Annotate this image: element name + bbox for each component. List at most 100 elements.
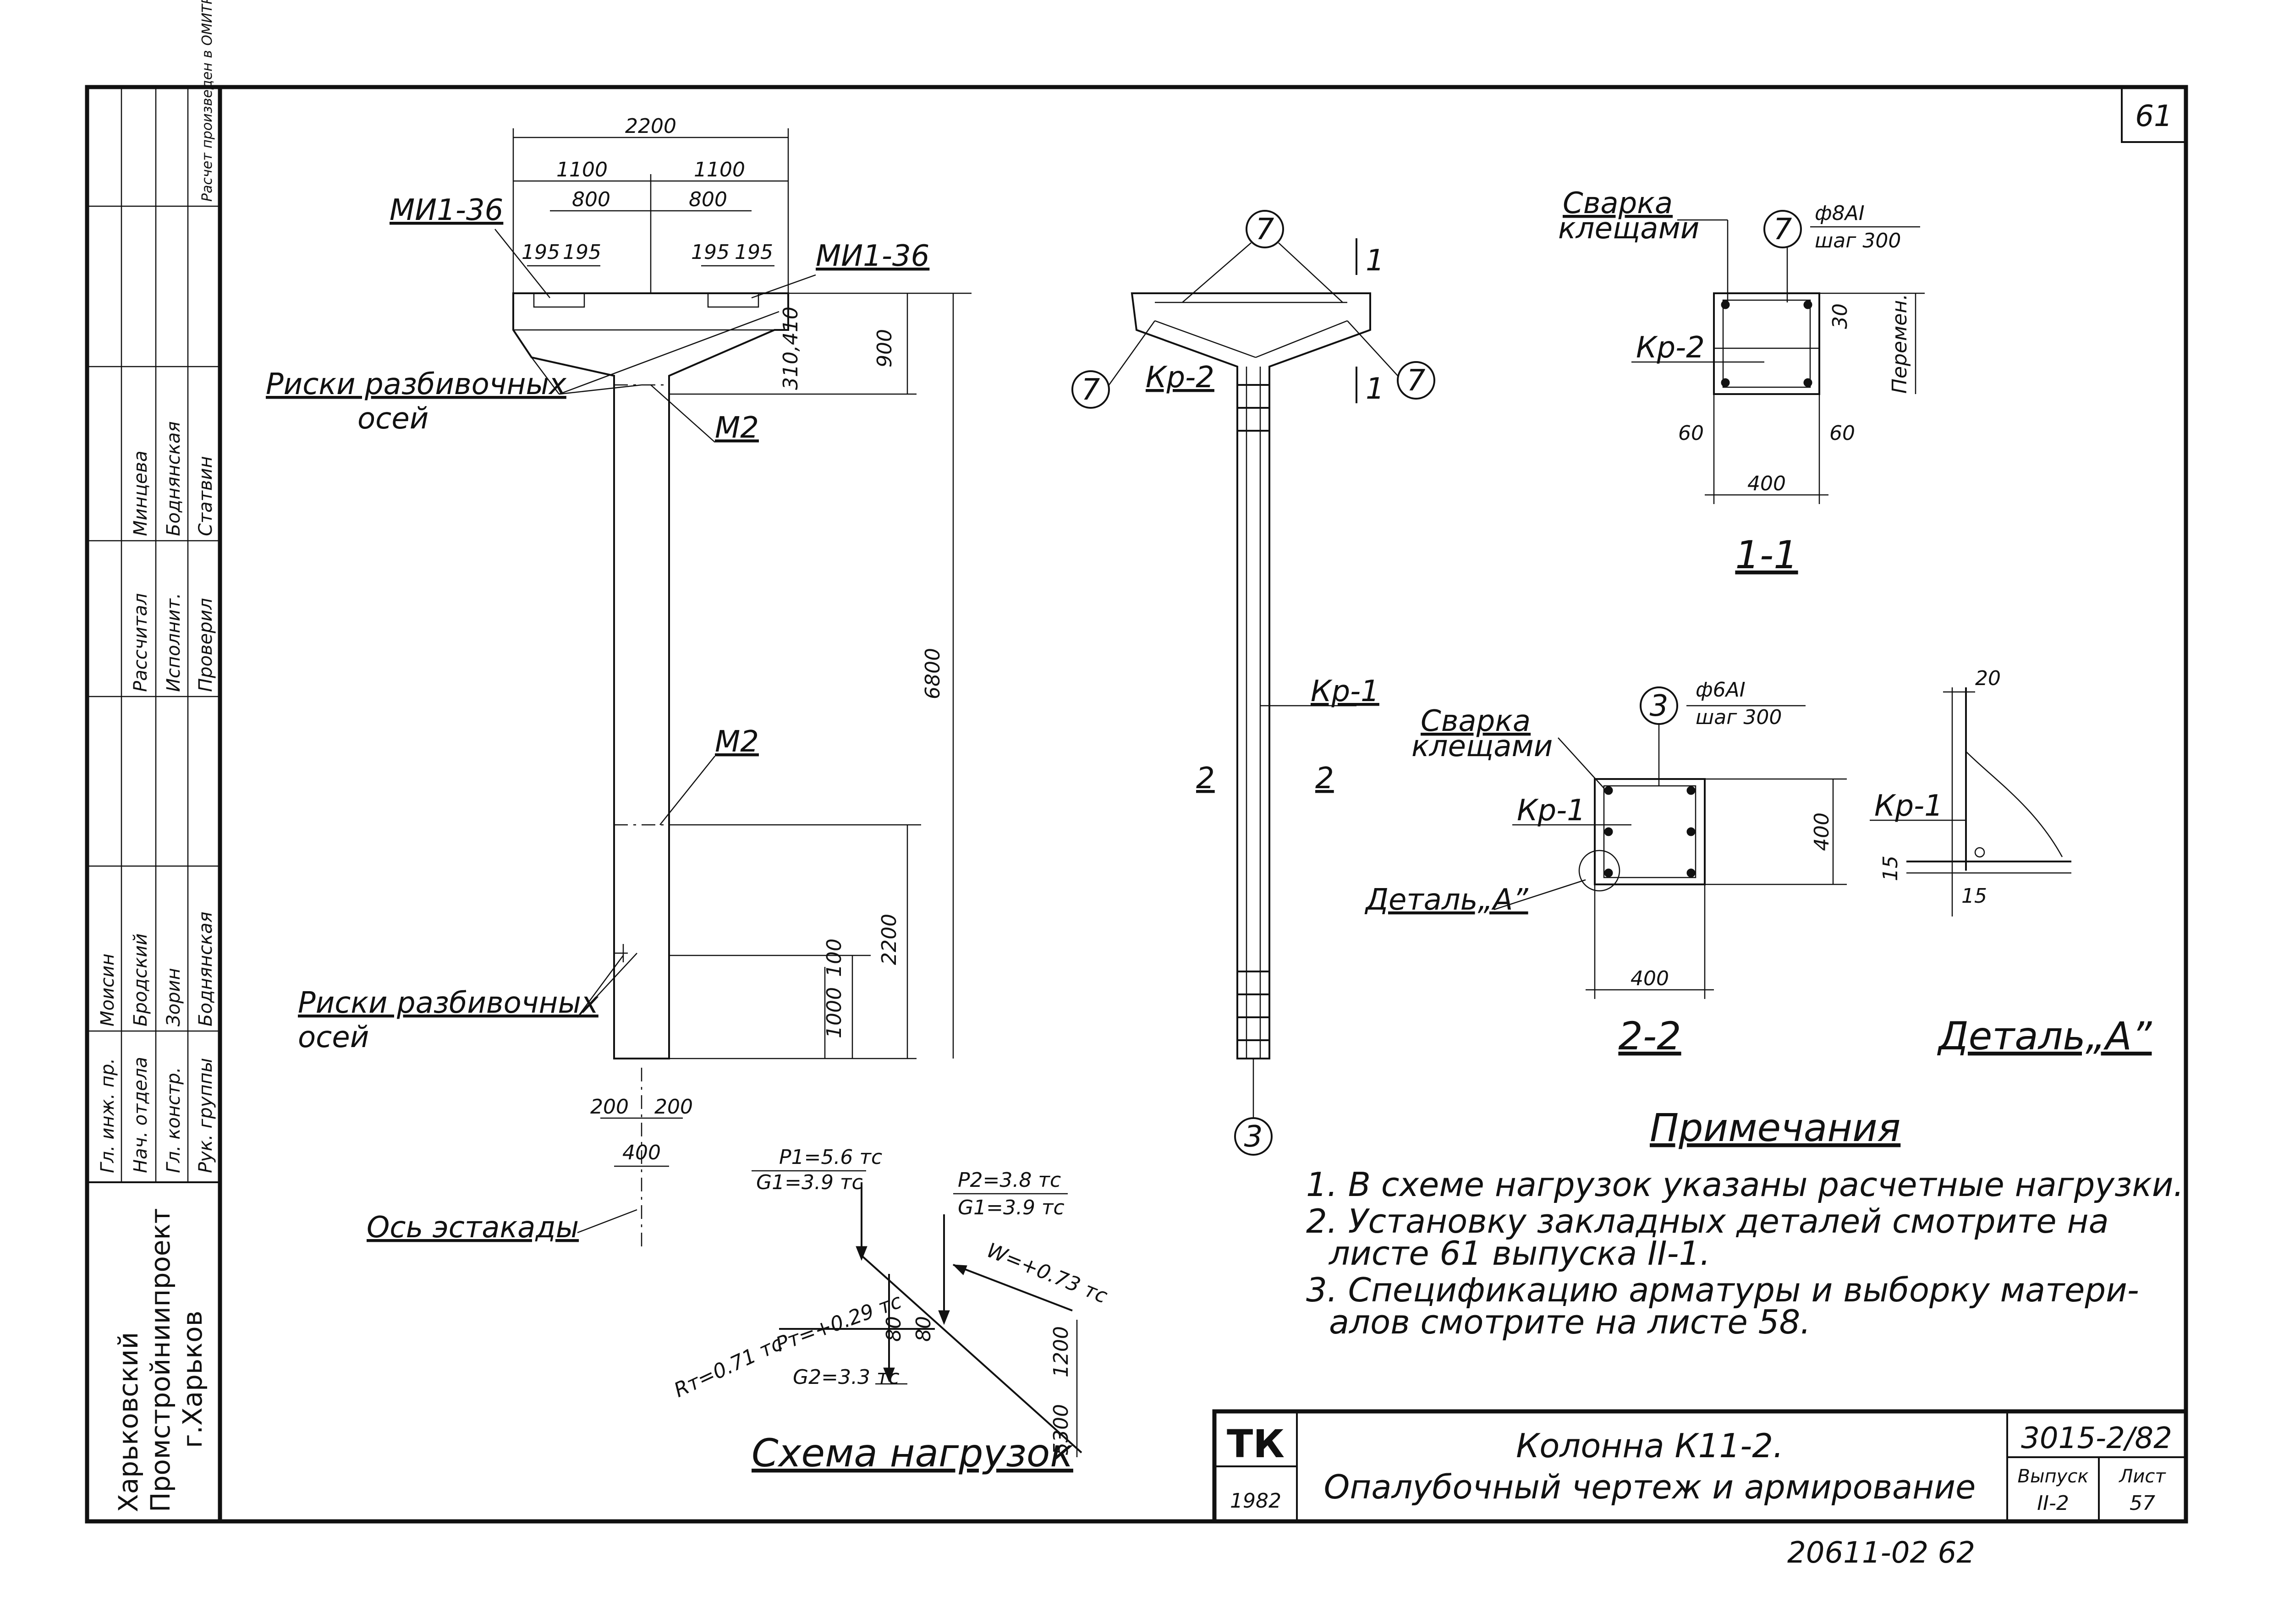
s11-bar-spec-top: ф8АI [1815,202,1865,225]
issue-value: II-2 [2037,1492,2069,1515]
note-line-1: 1. В схеме нагрузок указаны расчетные на… [1306,1165,2184,1204]
dim-1100-right: 1100 [694,158,745,181]
s11-title: 1-1 [1735,532,1798,577]
title-line-2: Опалубочный чертеж и армирование [1324,1468,1976,1506]
s22-callout-3: 3 [1650,689,1669,723]
stamp-role-1: Гл. инж. пр. [97,1058,118,1173]
load-g1-left: G1=3.9 тс [756,1171,863,1194]
title-line-1: Колонна К11-2. [1516,1426,1784,1465]
stamp-name2-1: Минцева [130,450,151,536]
load-g2: G2=3.3 тс [793,1366,900,1389]
load-dim-80-b: 80 [912,1316,935,1342]
stamp-name-4: Боднянская [195,911,216,1026]
dim-400-bottom: 400 [622,1141,661,1164]
callout-7-right: 7 [1407,364,1426,398]
s11-weld-2: клещами [1558,212,1699,246]
s22-weld-2: клещами [1411,730,1553,763]
stamp-role-3: Гл. констр. [163,1067,184,1173]
dim-310-410: 310,410 [779,307,802,390]
load-g1-right: G1=3.9 тс [958,1196,1065,1219]
load-w: W=+0.73 тс [983,1239,1111,1308]
s11-weld-1: Сварка [1563,187,1673,220]
dim-100: 100 [823,938,846,977]
dim-800-left: 800 [572,188,610,211]
axis-marks-label-bot-1: Риски разбивочных [298,986,599,1020]
stamp-role2-2: Исполнит. [163,593,184,692]
load-dim-80-a: 80 [882,1316,906,1342]
callout-7-top: 7 [1256,213,1274,247]
embed-label-right: МИ1-36 [816,239,929,273]
stamp-role-2: Нач. отдела [130,1057,151,1173]
s11-dim-400: 400 [1747,472,1786,495]
kr2-label: Кр-2 [1146,361,1214,395]
stamp-role-4: Рук. группы [195,1058,216,1173]
s22-title: 2-2 [1618,1014,1681,1059]
load-p2: P2=3.8 тс [958,1169,1061,1192]
s11-kr2: Кр-2 [1636,331,1705,365]
s22-weld-1: Сварка [1421,704,1531,738]
m2-label-top: М2 [715,411,759,445]
note-line-3: листе 61 выпуска II-1. [1328,1234,1710,1273]
section-1-1: 400 60 60 30 Перемен. Сварка клещами 7 ф… [1558,187,1925,577]
s22-kr1: Кр-1 [1517,794,1586,828]
dim-195-b: 195 [563,241,601,264]
det-a-title: Деталь„А” [1937,1014,2152,1059]
kr1-label: Кр-1 [1311,675,1379,708]
dim-6800: 6800 [921,648,944,699]
s22-detail-ref: Деталь„А” [1364,883,1528,917]
load-scheme: P1=5.6 тс G1=3.9 тс P2=3.8 тс G1=3.9 тс … [670,1146,1111,1476]
load-scheme-title: Схема нагрузок [752,1431,1073,1476]
doc-code: 3015-2/82 [2021,1421,2172,1455]
load-p1: P1=5.6 тс [779,1146,882,1169]
det-a-dim-15b: 15 [1961,884,1987,908]
dim-2200-top: 2200 [625,115,676,138]
dim-1000: 1000 [823,987,846,1038]
stamp-role2-3: Проверил [195,598,216,692]
note-line-2: 2. Установку закладных деталей смотрите … [1306,1202,2109,1240]
sheet-number-box: 61 [2121,86,2187,143]
dim-195-a: 195 [522,241,560,264]
dim-200-right: 200 [654,1095,693,1119]
section-mark-2-left: 2 [1196,762,1215,796]
dim-195-c: 195 [691,241,730,264]
org-line-1: Харьковский [113,1332,144,1512]
s11-dim-60-right: 60 [1829,422,1855,445]
org-line-2: Промстройниипроект [145,1208,176,1512]
stamp-name2-3: Статвин [195,456,216,536]
notes-heading: Примечания [1650,1105,1900,1150]
sheet-label: Лист [2118,1466,2166,1487]
s22-dim-400-v: 400 [1810,812,1834,851]
org-line-3: г.Харьков [177,1311,208,1448]
stamp-name-1: Моисин [97,954,118,1026]
trestle-axis-label: Ось эстакады [367,1211,579,1245]
stamp-name2-2: Боднянская [163,421,184,536]
s22-bar-spec-bottom: шаг 300 [1696,706,1782,729]
sheet-value: 57 [2130,1492,2155,1515]
det-a-dim-20: 20 [1975,667,2001,690]
stamp-name-3: Зорин [163,968,184,1026]
stamp-calc-note: Расчет произведен в ОМИТРЕ по программе … [199,0,215,202]
sheet-frame [85,85,2188,1524]
s11-dim-variable: Перемен. [1888,294,1911,394]
det-a-kr1: Кр-1 [1874,789,1943,823]
dim-800-right: 800 [689,188,727,211]
dim-200-left: 200 [590,1095,629,1119]
load-dim-1200: 1200 [1049,1326,1073,1377]
dim-900: 900 [873,329,896,368]
sheet-number: 61 [2135,99,2172,133]
stamp-role2-1: Рассчитал [130,593,151,692]
reinforcement-view: 7 7 7 3 1 1 2 2 Кр-2 Кр-1 [1071,210,1435,1156]
section-2-2: 400 400 Сварка клещами 3 ф6АI шаг 300 Кр… [1364,678,1847,1059]
load-dim-5300: 5300 [1049,1404,1073,1455]
title-year: 1982 [1230,1489,1281,1513]
column-elevation: 2200 1100 1100 800 800 195 195 195 195 М… [266,115,972,1246]
m2-label-mid: М2 [715,725,759,759]
det-a-dim-15: 15 [1879,856,1902,881]
axis-marks-label-bot-2: осей [298,1020,369,1054]
embed-label-left: МИ1-36 [390,193,503,227]
dim-195-d: 195 [735,241,773,264]
series-mark: ТК [1227,1421,1285,1466]
issue-label: Выпуск [2018,1466,2089,1487]
load-rt: Rт=0.71 тс [670,1332,786,1402]
